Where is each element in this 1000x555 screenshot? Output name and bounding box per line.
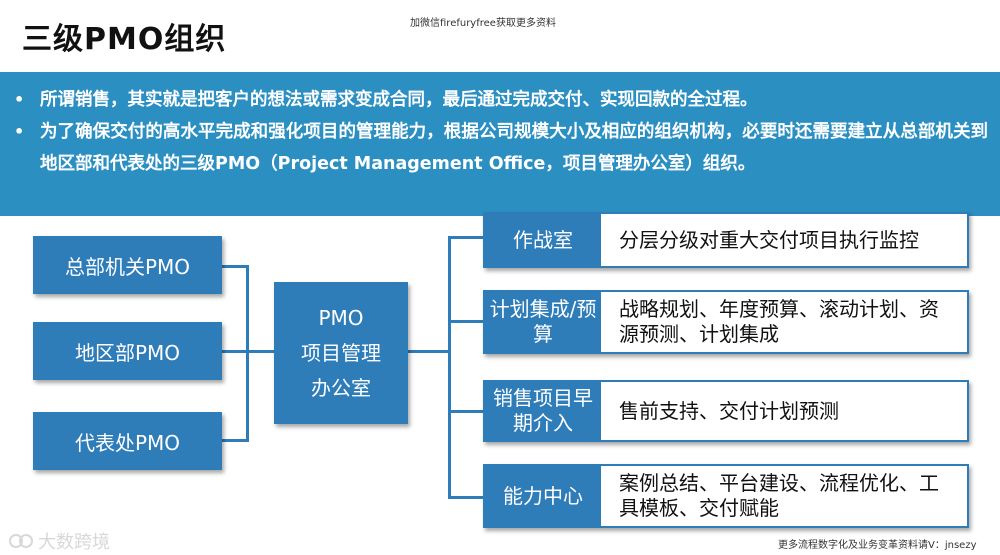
function-label: 计划集成/预算 — [485, 292, 601, 352]
function-desc: 案例总结、平台建设、流程优化、工具模板、交付赋能 — [619, 471, 939, 520]
connector-line — [448, 410, 483, 413]
function-desc: 售前支持、交付计划预测 — [619, 398, 839, 423]
org-box-region: 地区部PMO — [33, 322, 222, 380]
connector-line — [448, 320, 483, 323]
pmo-center-box: PMO 项目管理 办公室 — [274, 282, 408, 424]
pmo-center-line: 项目管理 — [301, 340, 381, 365]
function-row-capability: 能力中心 案例总结、平台建设、流程优化、工具模板、交付赋能 — [483, 464, 969, 528]
bottom-note: 更多流程数字化及业务变革资料请V：jnsezy — [778, 540, 977, 551]
top-note: 加微信firefuryfree获取更多资料 — [410, 18, 556, 29]
function-desc: 战略规划、年度预算、滚动计划、资源预测、计划集成 — [619, 297, 939, 346]
page-title: 三级PMO组织 — [22, 22, 227, 57]
pmo-center-line: 办公室 — [311, 375, 371, 400]
connector-line — [408, 350, 450, 353]
intro-banner: • 所谓销售，其实就是把客户的想法或需求变成合同，最后通过完成交付、实现回款的全… — [0, 72, 1000, 216]
connector-line — [246, 350, 274, 353]
connector-line — [222, 439, 248, 442]
bullet-text-1: 所谓销售，其实就是把客户的想法或需求变成合同，最后通过完成交付、实现回款的全过程… — [40, 90, 758, 110]
connector-line — [448, 236, 451, 499]
connector-line — [246, 265, 249, 442]
function-row-war-room: 作战室 分层分级对重大交付项目执行监控 — [483, 212, 969, 268]
bullet-icon: • — [14, 122, 25, 141]
connector-line — [222, 350, 248, 353]
function-row-planning: 计划集成/预算 战略规划、年度预算、滚动计划、资源预测、计划集成 — [483, 290, 969, 354]
pmo-center-line: PMO — [318, 305, 364, 330]
logo-icon — [9, 534, 33, 548]
org-box-headquarters: 总部机关PMO — [33, 236, 222, 294]
bullet-icon: • — [14, 90, 25, 109]
function-desc: 分层分级对重大交付项目执行监控 — [619, 227, 919, 252]
watermark-logo: 大数跨境 — [8, 528, 110, 554]
org-box-office: 代表处PMO — [33, 412, 222, 470]
connector-line — [448, 236, 483, 239]
bullet-text-2: 为了确保交付的高水平完成和强化项目的管理能力，根据公司规模大小及相应的组织机构，… — [40, 122, 988, 174]
watermark-text: 大数跨境 — [38, 532, 110, 553]
function-row-presales: 销售项目早期介入 售前支持、交付计划预测 — [483, 380, 969, 442]
connector-line — [222, 265, 248, 268]
connector-line — [448, 496, 483, 499]
function-label: 销售项目早期介入 — [485, 382, 601, 440]
function-label: 能力中心 — [485, 466, 601, 526]
function-label: 作战室 — [485, 214, 601, 266]
